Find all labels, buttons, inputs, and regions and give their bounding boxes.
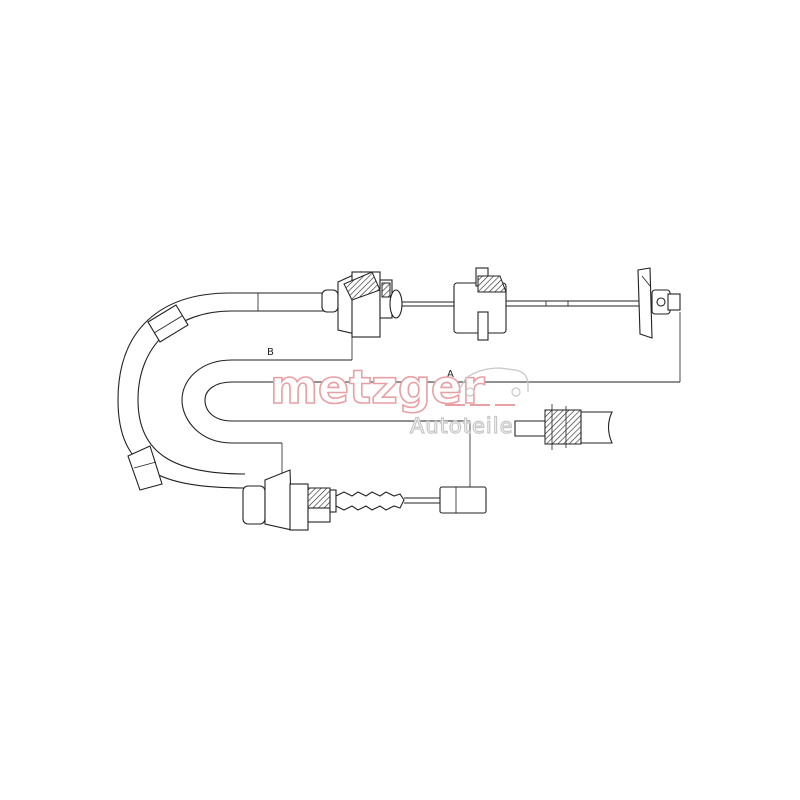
car-outline-icon <box>445 367 529 406</box>
bottom-end-eyelet <box>439 486 487 514</box>
sheath-sleeve-bottom <box>127 445 163 491</box>
bottom-bellows <box>335 491 405 511</box>
metzger-watermark: metzger Autoteile <box>269 359 529 439</box>
sheath-sleeve-top <box>147 304 189 343</box>
dimension-label-b: B <box>267 347 274 358</box>
dimension-label-a: A <box>447 369 454 380</box>
bottom-end-fitting <box>242 469 337 531</box>
cable-routing-loop <box>181 359 680 444</box>
inner-wire-end <box>506 300 640 307</box>
cable-sheath <box>117 292 330 489</box>
right-end-terminal <box>637 267 681 339</box>
threaded-end-detail <box>514 404 613 450</box>
bottom-inner-wire <box>404 497 440 504</box>
middle-clip-fitting <box>453 267 507 341</box>
top-adjuster-housing <box>321 271 403 338</box>
inner-wire-top <box>402 301 456 307</box>
watermark-sub: Autoteile <box>410 414 514 438</box>
